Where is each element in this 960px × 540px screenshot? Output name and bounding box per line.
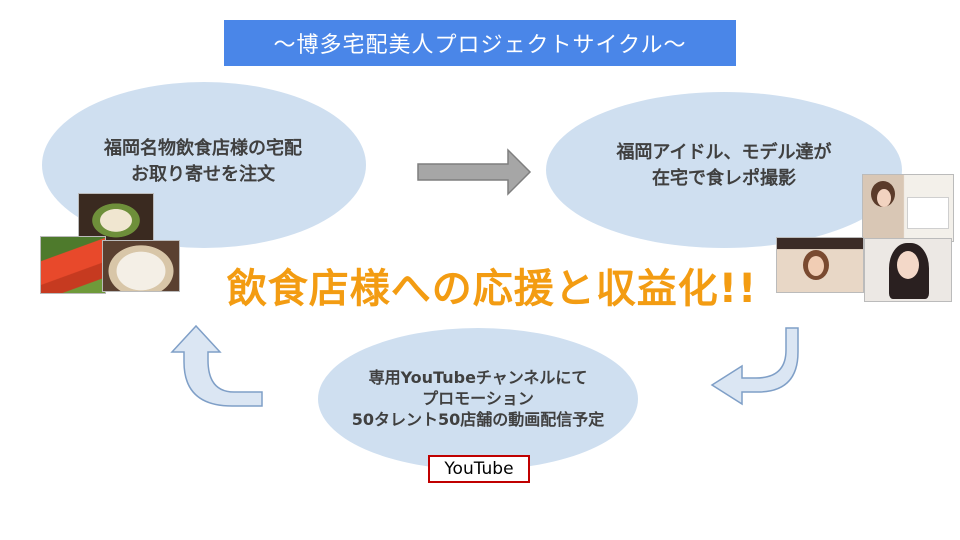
youtube-button[interactable]: YouTube xyxy=(428,455,530,483)
shoot-step-ellipse xyxy=(546,92,902,248)
order-step-line2: お取り寄せを注文 xyxy=(131,164,275,185)
ramen-photo xyxy=(102,240,180,292)
promo-step-line1: 専用YouTubeチャンネルにて xyxy=(368,368,588,387)
talent-photo-3 xyxy=(864,238,952,302)
talent-photo-2 xyxy=(776,237,864,293)
promo-step-text: 専用YouTubeチャンネルにて プロモーション 50タレント50店舗の動画配信… xyxy=(318,367,638,430)
promo-step-line3: 50タレント50店舗の動画配信予定 xyxy=(351,410,605,429)
right-arrow-icon xyxy=(417,148,532,196)
headline: 飲食店様への応援と収益化!! xyxy=(226,266,758,312)
curve-down-left-arrow-icon xyxy=(710,327,799,406)
order-step-text: 福岡名物飲食店様の宅配 お取り寄せを注文 xyxy=(60,136,346,188)
curve-up-arrow-icon xyxy=(170,324,263,407)
shoot-step-line1: 福岡アイドル、モデル達が xyxy=(616,142,832,163)
page-title: ～博多宅配美人プロジェクトサイクル～ xyxy=(224,20,736,66)
shoot-step-line2: 在宅で食レポ撮影 xyxy=(652,168,796,189)
shoot-step-text: 福岡アイドル、モデル達が 在宅で食レポ撮影 xyxy=(566,140,882,192)
talent-photo-1 xyxy=(862,174,954,242)
mentaiko-photo xyxy=(40,236,106,294)
order-step-line1: 福岡名物飲食店様の宅配 xyxy=(104,138,302,159)
promo-step-line2: プロモーション xyxy=(422,389,534,408)
promo-step-ellipse xyxy=(318,328,638,470)
